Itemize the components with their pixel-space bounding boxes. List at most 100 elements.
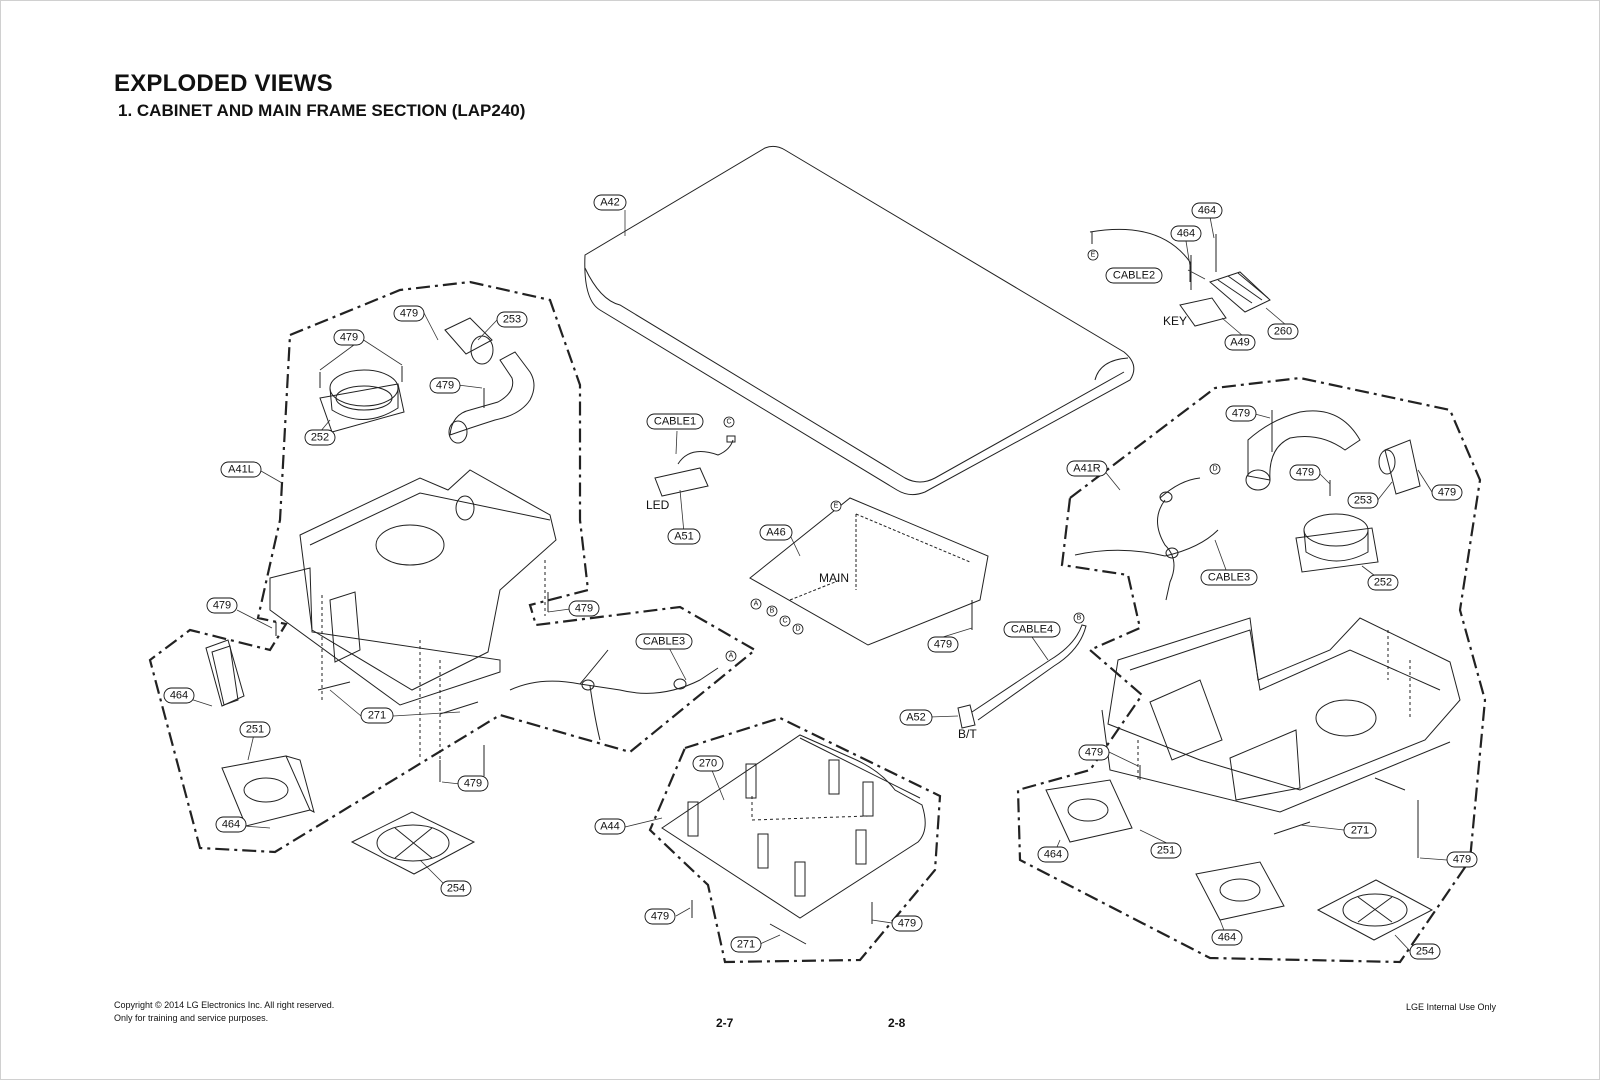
svg-text:A: A: [754, 601, 759, 608]
callout-a41r: A41R: [1066, 460, 1108, 477]
callout-479-l4: 479: [206, 597, 238, 614]
callout-cable1: CABLE1: [646, 413, 704, 430]
leader-lines: [180, 210, 1448, 952]
left-cable3: [509, 649, 719, 741]
connector-c-top: C: [723, 416, 735, 428]
svg-text:CABLE3: CABLE3: [643, 636, 685, 648]
svg-text:271: 271: [737, 939, 755, 951]
svg-text:CABLE1: CABLE1: [654, 416, 696, 428]
callout-253-l: 253: [496, 311, 528, 328]
connector-e-main: E: [830, 500, 842, 512]
svg-text:CABLE3: CABLE3: [1208, 572, 1250, 584]
connector-b-main: B: [766, 605, 778, 617]
connector-e-top: E: [1087, 249, 1099, 261]
callout-271-r: 271: [1343, 822, 1377, 839]
svg-text:B: B: [770, 608, 775, 615]
svg-text:479: 479: [1438, 487, 1456, 499]
callout-251-r: 251: [1150, 842, 1182, 859]
svg-text:260: 260: [1274, 326, 1292, 338]
svg-text:271: 271: [1351, 825, 1369, 837]
connector-d-main: D: [792, 623, 804, 635]
svg-text:C: C: [782, 618, 787, 625]
svg-text:A: A: [729, 653, 734, 660]
left-frame: [269, 469, 557, 780]
svg-text:251: 251: [246, 724, 264, 736]
svg-text:479: 479: [464, 778, 482, 790]
svg-text:A41L: A41L: [228, 464, 254, 476]
left-woofer: [319, 369, 405, 433]
callout-479-l3: 479: [429, 377, 461, 394]
callout-464-r2: 464: [1211, 929, 1243, 946]
callout-479-main: 479: [927, 636, 959, 653]
svg-text:A51: A51: [674, 531, 694, 543]
callout-254-r: 254: [1409, 943, 1441, 960]
svg-text:B: B: [1077, 615, 1082, 622]
section-title: 1. CABINET AND MAIN FRAME SECTION (LAP24…: [118, 101, 526, 120]
svg-text:479: 479: [1453, 854, 1471, 866]
main-board: [749, 497, 989, 646]
callout-a52: A52: [899, 709, 933, 726]
svg-text:464: 464: [170, 690, 188, 702]
svg-text:271: 271: [368, 710, 386, 722]
left-assembly-outline: [148, 280, 757, 854]
callout-479-c1: 479: [644, 908, 676, 925]
svg-text:479: 479: [1232, 408, 1250, 420]
left-tweeter-upper: [205, 639, 245, 707]
callout-cable2: CABLE2: [1105, 267, 1163, 284]
screws: [275, 366, 1419, 858]
callout-479-r4: 479: [1078, 744, 1110, 761]
callout-a51: A51: [667, 528, 701, 545]
callout-252-r: 252: [1367, 574, 1399, 591]
svg-text:479: 479: [1296, 467, 1314, 479]
svg-text:252: 252: [1374, 577, 1392, 589]
svg-text:253: 253: [1354, 495, 1372, 507]
callout-479-l1: 479: [393, 305, 425, 322]
label-led: LED: [646, 498, 670, 512]
callout-253-r: 253: [1347, 492, 1379, 509]
connector-markers: E C D E A B C D B A: [723, 249, 1221, 662]
label-bt: B/T: [958, 727, 977, 741]
callout-479-r2: 479: [1289, 464, 1321, 481]
footer-notice: Copyright © 2014 LG Electronics Inc. All…: [114, 999, 334, 1025]
callout-479-r3: 479: [1431, 484, 1463, 501]
callout-254-l: 254: [440, 880, 472, 897]
callout-a44: A44: [594, 818, 626, 835]
svg-text:479: 479: [400, 308, 418, 320]
svg-text:A41R: A41R: [1073, 463, 1101, 475]
svg-text:479: 479: [651, 911, 669, 923]
callout-464-key-a: 464: [1191, 202, 1223, 219]
cabinet-top-part: [584, 145, 1135, 496]
svg-text:254: 254: [1416, 946, 1434, 958]
svg-text:E: E: [834, 503, 839, 510]
label-key: KEY: [1163, 314, 1187, 328]
right-port: [1245, 410, 1421, 495]
connector-a-main: A: [750, 598, 762, 610]
page-number-left: 2-7: [716, 1016, 734, 1030]
callout-270: 270: [692, 755, 724, 772]
svg-text:479: 479: [213, 600, 231, 612]
callout-cable3-r: CABLE3: [1200, 569, 1258, 586]
svg-text:A42: A42: [600, 197, 620, 209]
key-module: [1089, 228, 1271, 327]
callout-479-l2: 479: [333, 329, 365, 346]
page-title: EXPLODED VIEWS: [114, 70, 333, 97]
callout-a46: A46: [759, 524, 793, 541]
right-woofer: [1295, 513, 1379, 573]
svg-text:479: 479: [1085, 747, 1103, 759]
callout-479-r1: 479: [1225, 405, 1257, 422]
svg-text:479: 479: [340, 332, 358, 344]
callout-464-r1: 464: [1037, 846, 1069, 863]
callout-479-l5: 479: [568, 600, 600, 617]
callout-252-l: 252: [304, 429, 336, 446]
svg-text:464: 464: [1044, 849, 1062, 861]
bt-module: [957, 624, 1087, 729]
svg-text:253: 253: [503, 314, 521, 326]
callout-479-c2: 479: [891, 915, 923, 932]
footer-copyright: Copyright © 2014 LG Electronics Inc. All…: [114, 1000, 335, 1010]
svg-text:D: D: [1212, 466, 1217, 473]
svg-text:A46: A46: [766, 527, 786, 539]
callout-251-l: 251: [239, 721, 271, 738]
callout-271-l: 271: [360, 707, 394, 724]
svg-text:464: 464: [222, 819, 240, 831]
callout-a42: A42: [593, 194, 627, 211]
